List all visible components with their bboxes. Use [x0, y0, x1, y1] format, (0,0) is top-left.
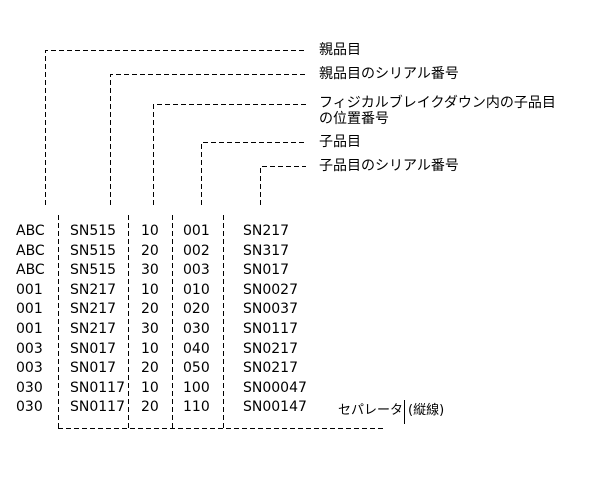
label-child-item: 子品目: [319, 134, 361, 150]
separator-note-left: セパレータ: [338, 403, 404, 418]
leader-child-serial: [260, 166, 306, 205]
cell-parent-item: 003: [16, 360, 43, 377]
cell-parent-item: ABC: [16, 242, 45, 259]
cell-child-serial: SN217: [243, 223, 290, 239]
cell-parent-serial: SN217: [70, 321, 117, 337]
cell-parent-serial: SN017: [70, 360, 117, 377]
label-position-line1: フィジカルブレイクダウン内の子品目: [319, 95, 556, 111]
cell-position: 10: [141, 281, 159, 298]
cell-parent-serial: SN017: [70, 340, 117, 357]
label-parent-serial: 親品目のシリアル番号: [319, 66, 459, 82]
cell-child-serial: SN00047: [243, 379, 307, 396]
cell-position: 20: [141, 360, 159, 377]
cell-position: 20: [141, 242, 159, 259]
cell-parent-serial: SN0117: [70, 399, 125, 416]
cell-child-serial: SN0217: [243, 360, 298, 377]
cell-parent-serial: SN515: [70, 223, 117, 239]
cell-child-item: 040: [183, 340, 210, 357]
cell-child-serial: SN00147: [243, 399, 307, 416]
cell-child-item: 050: [183, 360, 210, 377]
leader-parent-serial: [110, 74, 306, 205]
cell-position: 30: [141, 321, 159, 337]
cell-child-item: 100: [183, 379, 210, 396]
cell-parent-item: 003: [16, 340, 43, 357]
leader-child-item: [201, 142, 306, 205]
label-position-line2: の位置番号: [319, 111, 389, 127]
cell-parent-item: 001: [16, 301, 43, 318]
cell-child-item: 010: [183, 281, 210, 298]
leader-position: [153, 104, 306, 205]
cell-parent-item: 001: [16, 321, 43, 337]
cell-parent-item: 030: [16, 379, 43, 396]
cell-child-item: 002: [183, 242, 210, 259]
cell-child-serial: SN0037: [243, 301, 298, 318]
cell-position: 30: [141, 262, 159, 279]
cell-position: 20: [141, 301, 159, 318]
cell-child-serial: SN017: [243, 262, 290, 279]
separator-note-right: (縦線): [408, 403, 445, 418]
cell-parent-serial: SN515: [70, 262, 117, 279]
cell-parent-serial: SN217: [70, 301, 117, 318]
cell-parent-item: 030: [16, 399, 43, 416]
cell-parent-item: 001: [16, 281, 43, 298]
label-parent-item: 親品目: [319, 42, 361, 58]
cell-parent-serial: SN515: [70, 242, 117, 259]
cell-parent-serial: SN0117: [70, 379, 125, 396]
cell-position: 10: [141, 340, 159, 357]
cell-parent-item: ABC: [16, 223, 45, 239]
cell-child-item: 003: [183, 262, 210, 279]
cell-position: 10: [141, 223, 159, 239]
cell-child-serial: SN0217: [243, 340, 298, 357]
cell-parent-serial: SN217: [70, 281, 117, 298]
cell-parent-item: ABC: [16, 262, 45, 279]
label-child-serial: 子品目のシリアル番号: [319, 158, 459, 174]
cell-position: 20: [141, 399, 159, 416]
cell-position: 10: [141, 379, 159, 396]
cell-child-serial: SN317: [243, 242, 290, 259]
cell-child-serial: SN0027: [243, 281, 298, 298]
cell-child-item: 030: [183, 321, 210, 337]
cell-child-item: 110: [183, 399, 210, 416]
cell-child-item: 020: [183, 301, 210, 318]
leader-parent-item: [45, 50, 306, 205]
cell-child-serial: SN0117: [243, 321, 298, 337]
cell-child-item: 001: [183, 223, 210, 239]
